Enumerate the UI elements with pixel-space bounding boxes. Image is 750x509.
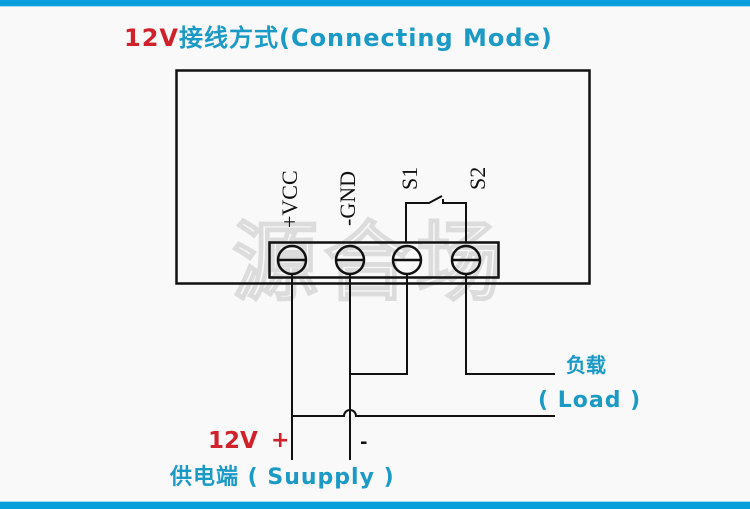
watermark: 源合场 bbox=[232, 213, 508, 313]
switch-icon bbox=[405, 195, 467, 242]
supply-voltage: 12V bbox=[208, 428, 258, 454]
load-label-en: ( Load ) bbox=[538, 388, 642, 413]
supply-negative: - bbox=[360, 432, 368, 453]
load-label-cn: 负载 bbox=[566, 353, 606, 377]
wire-supply-load bbox=[292, 409, 555, 417]
wire-s2-load bbox=[465, 274, 555, 375]
pin-label-vcc: +VCC bbox=[277, 170, 302, 228]
supply-positive: + bbox=[271, 428, 290, 453]
diagram-title: 12V接线方式(Connecting Mode) bbox=[124, 22, 553, 54]
pin-label-s1: S1 bbox=[397, 167, 422, 190]
pin-label-gnd: -GND bbox=[335, 171, 360, 226]
title-voltage: 12V bbox=[124, 24, 179, 52]
controller-box bbox=[175, 69, 591, 285]
supply-label: 供电端 ( Suupply ) bbox=[170, 465, 395, 490]
pin-label-s2: S2 bbox=[465, 167, 490, 190]
top-accent-bar bbox=[0, 0, 750, 7]
wire-s1 bbox=[350, 274, 408, 375]
title-text: 接线方式(Connecting Mode) bbox=[178, 24, 553, 52]
terminal-strip bbox=[268, 241, 500, 279]
bottom-accent-bar bbox=[0, 501, 750, 509]
